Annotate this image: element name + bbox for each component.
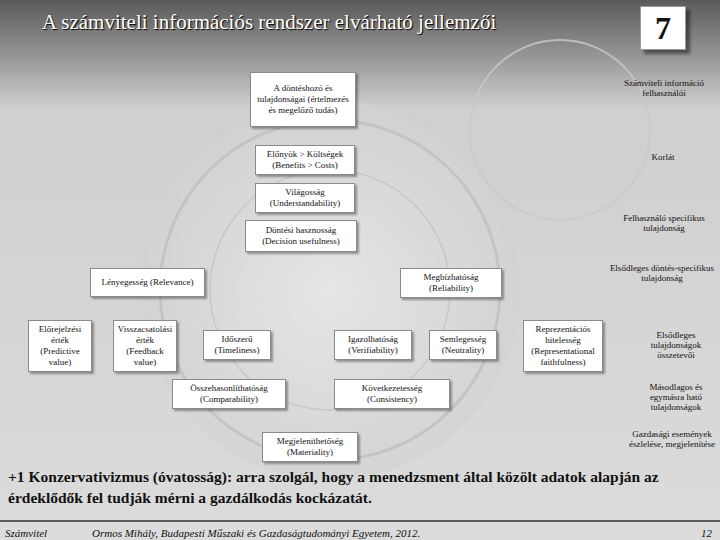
box-label: Lényegesség (Relevance) bbox=[101, 277, 193, 288]
footer-course: Számvitel bbox=[5, 527, 85, 539]
box-label: Előrejelzési érték (Predictive value) bbox=[33, 324, 87, 367]
property-box: Következetesség (Consistency) bbox=[334, 379, 450, 409]
box-label: Összehasonlíthatóság (Comparability) bbox=[177, 383, 281, 405]
footer-author: Ormos Mihály, Budapesti Műszaki és Gazda… bbox=[92, 527, 512, 539]
property-box: Semlegesség (Neutrality) bbox=[429, 330, 497, 360]
property-box: Igazolhatóság (Verifiability) bbox=[334, 330, 412, 360]
property-box: A döntéshozó és tulajdonságai (értelmezé… bbox=[250, 72, 356, 127]
side-note: Számviteli információ felhasználói bbox=[612, 78, 716, 98]
box-label: Időszerű (Timeliness) bbox=[208, 334, 266, 356]
footer-rule bbox=[0, 520, 720, 522]
side-note: Korlát bbox=[618, 152, 708, 162]
property-box: Összehasonlíthatóság (Comparability) bbox=[172, 379, 286, 409]
slide-number-box: 7 bbox=[640, 6, 686, 50]
property-box: Világosság (Understandability) bbox=[255, 183, 355, 213]
box-label: Világosság (Understandability) bbox=[260, 187, 350, 209]
box-label: Döntési hasznosság (Decision usefulness) bbox=[250, 225, 352, 247]
side-note: Másodlagos és egymásra ható tulajdonságo… bbox=[636, 382, 716, 412]
slide-number: 7 bbox=[655, 12, 671, 44]
box-label: A döntéshozó és tulajdonságai (értelmezé… bbox=[255, 83, 351, 115]
property-box: Reprezentációs hitelesség (Representatio… bbox=[523, 320, 603, 372]
property-box: Megbízhatóság (Reliability) bbox=[400, 268, 502, 298]
box-label: Igazolhatóság (Verifiability) bbox=[339, 334, 407, 356]
property-box: Előrejelzési érték (Predictive value) bbox=[28, 320, 92, 372]
property-box: Döntési hasznosság (Decision usefulness) bbox=[245, 220, 357, 252]
side-note: Gazdasági események észlelése, megjelení… bbox=[628, 429, 716, 449]
bottom-note: +1 Konzervativizmus (óvatosság): arra sz… bbox=[8, 467, 714, 509]
side-note: Elsődleges tulajdonságok összetevői bbox=[636, 330, 716, 360]
box-label: Megjelenithetőség (Materiality) bbox=[267, 436, 353, 458]
slide-title: A számviteli információs rendszer elvárh… bbox=[42, 10, 496, 35]
box-label: Megbízhatóság (Reliability) bbox=[405, 272, 497, 294]
page-number: 12 bbox=[660, 527, 712, 539]
box-label: Következetesség (Consistency) bbox=[339, 383, 445, 405]
property-box: Időszerű (Timeliness) bbox=[203, 330, 271, 360]
property-box: Előnyök > Költségek (Benefits > Costs) bbox=[255, 145, 355, 175]
box-label: Visszacsatolási érték (Feedback value) bbox=[118, 324, 172, 367]
side-note: Elsődleges döntés-specifikus tulajdonság bbox=[608, 263, 716, 283]
coin-illustration bbox=[470, 40, 650, 220]
box-label: Semlegesség (Neutrality) bbox=[434, 334, 492, 356]
property-box: Lényegesség (Relevance) bbox=[90, 268, 205, 297]
side-note: Felhasználó specifikus tulajdonság bbox=[612, 213, 716, 233]
property-box: Megjelenithetőség (Materiality) bbox=[262, 432, 358, 462]
property-box: Visszacsatolási érték (Feedback value) bbox=[113, 320, 177, 372]
box-label: Reprezentációs hitelesség (Representatio… bbox=[528, 324, 598, 367]
box-label: Előnyök > Költségek (Benefits > Costs) bbox=[260, 149, 350, 171]
coin-rim bbox=[160, 120, 500, 460]
